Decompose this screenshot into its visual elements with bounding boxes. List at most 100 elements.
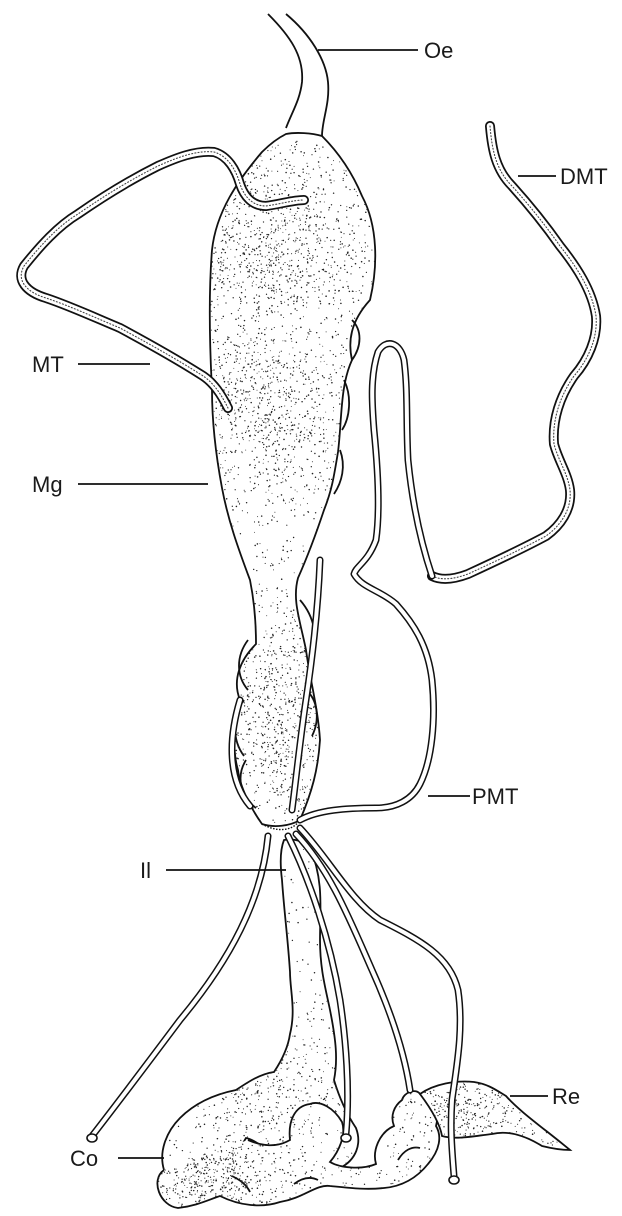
stipple-dot [246,660,248,662]
stipple-dot [302,373,303,374]
stipple-dot [322,1166,323,1167]
stipple-dot [279,194,280,195]
stipple-dot [283,733,284,734]
stipple-dot [307,744,308,745]
stipple-dot [285,1180,287,1182]
stipple-dot [284,340,285,341]
stipple-dot [271,228,272,229]
stipple-dot [303,546,304,547]
stipple-dot [327,499,328,500]
stipple-dot [309,1096,310,1097]
stipple-dot [254,215,255,216]
stipple-dot [305,745,306,746]
stipple-dot [304,434,305,435]
stipple-dot [285,242,286,243]
stipple-dot [240,264,241,265]
stipple-dot [206,1173,208,1175]
stipple-dot [231,228,232,229]
stipple-dot [310,749,311,750]
stipple-dot [267,1075,268,1076]
stipple-dot [238,409,240,411]
stipple-dot [230,237,231,238]
stipple-dot [270,350,271,351]
stipple-dot [222,1187,223,1188]
stipple-dot [332,257,333,258]
stipple-dot [224,354,225,355]
stipple-dot [297,211,298,212]
stipple-dot [470,1133,471,1134]
stipple-dot [282,631,283,632]
stipple-dot [379,1177,380,1178]
stipple-dot [322,376,323,377]
stipple-dot [321,507,322,508]
stipple-dot [434,1100,436,1102]
stipple-dot [254,532,255,533]
stipple-dot [236,358,237,359]
stipple-dot [254,656,256,658]
stipple-dot [158,1177,160,1179]
stipple-dot [250,338,251,339]
stipple-dot [275,743,276,744]
stipple-dot [303,807,305,809]
stipple-dot [236,218,238,220]
stipple-dot [283,387,284,388]
stipple-dot [320,434,321,435]
stipple-dot [266,437,267,438]
stipple-dot [296,144,297,145]
stipple-dot [310,275,311,276]
stipple-dot [464,1088,465,1089]
stipple-dot [279,806,280,807]
stipple-dot [327,1093,329,1095]
stipple-dot [292,215,293,216]
stipple-dot [322,346,323,347]
stipple-dot [326,1096,328,1098]
stipple-dot [302,299,303,300]
stipple-dot [231,1175,233,1177]
stipple-dot [223,283,224,284]
stipple-dot [241,1197,242,1198]
stipple-dot [251,584,252,585]
stipple-dot [304,650,306,652]
stipple-dot [293,1090,294,1091]
stipple-dot [502,1119,503,1120]
stipple-dot [188,1170,189,1171]
stipple-dot [262,607,263,608]
stipple-dot [214,307,215,308]
stipple-dot [331,382,333,384]
stipple-dot [254,234,256,236]
stipple-dot [505,1113,507,1115]
stipple-dot [197,1184,198,1185]
stipple-dot [229,1163,230,1164]
stipple-dot [523,1132,524,1133]
stipple-dot [295,273,296,274]
stipple-dot [315,993,316,994]
stipple-dot [300,804,301,805]
stipple-dot [251,729,252,730]
stipple-dot [225,1097,226,1098]
stipple-dot [508,1105,509,1106]
stipple-dot [249,723,250,724]
stipple-dot [274,475,275,476]
stipple-dot [441,1096,443,1098]
stipple-dot [294,166,295,167]
stipple-dot [256,457,257,458]
stipple-dot [446,1100,447,1101]
stipple-dot [271,431,272,432]
stipple-dot [413,1113,414,1114]
stipple-dot [258,1154,259,1155]
stipple-dot [300,361,301,362]
stipple-dot [208,1186,209,1187]
stipple-dot [296,686,297,687]
stipple-dot [240,389,241,390]
stipple-dot [294,635,295,636]
stipple-dot [221,416,222,417]
stipple-dot [262,397,263,398]
stipple-dot [262,1145,264,1147]
stipple-dot [294,441,295,442]
stipple-dot [352,249,354,251]
stipple-dot [319,216,321,218]
stipple-dot [463,1083,464,1084]
stipple-dot [223,1173,224,1174]
stipple-dot [467,1082,468,1083]
stipple-dot [269,676,270,677]
